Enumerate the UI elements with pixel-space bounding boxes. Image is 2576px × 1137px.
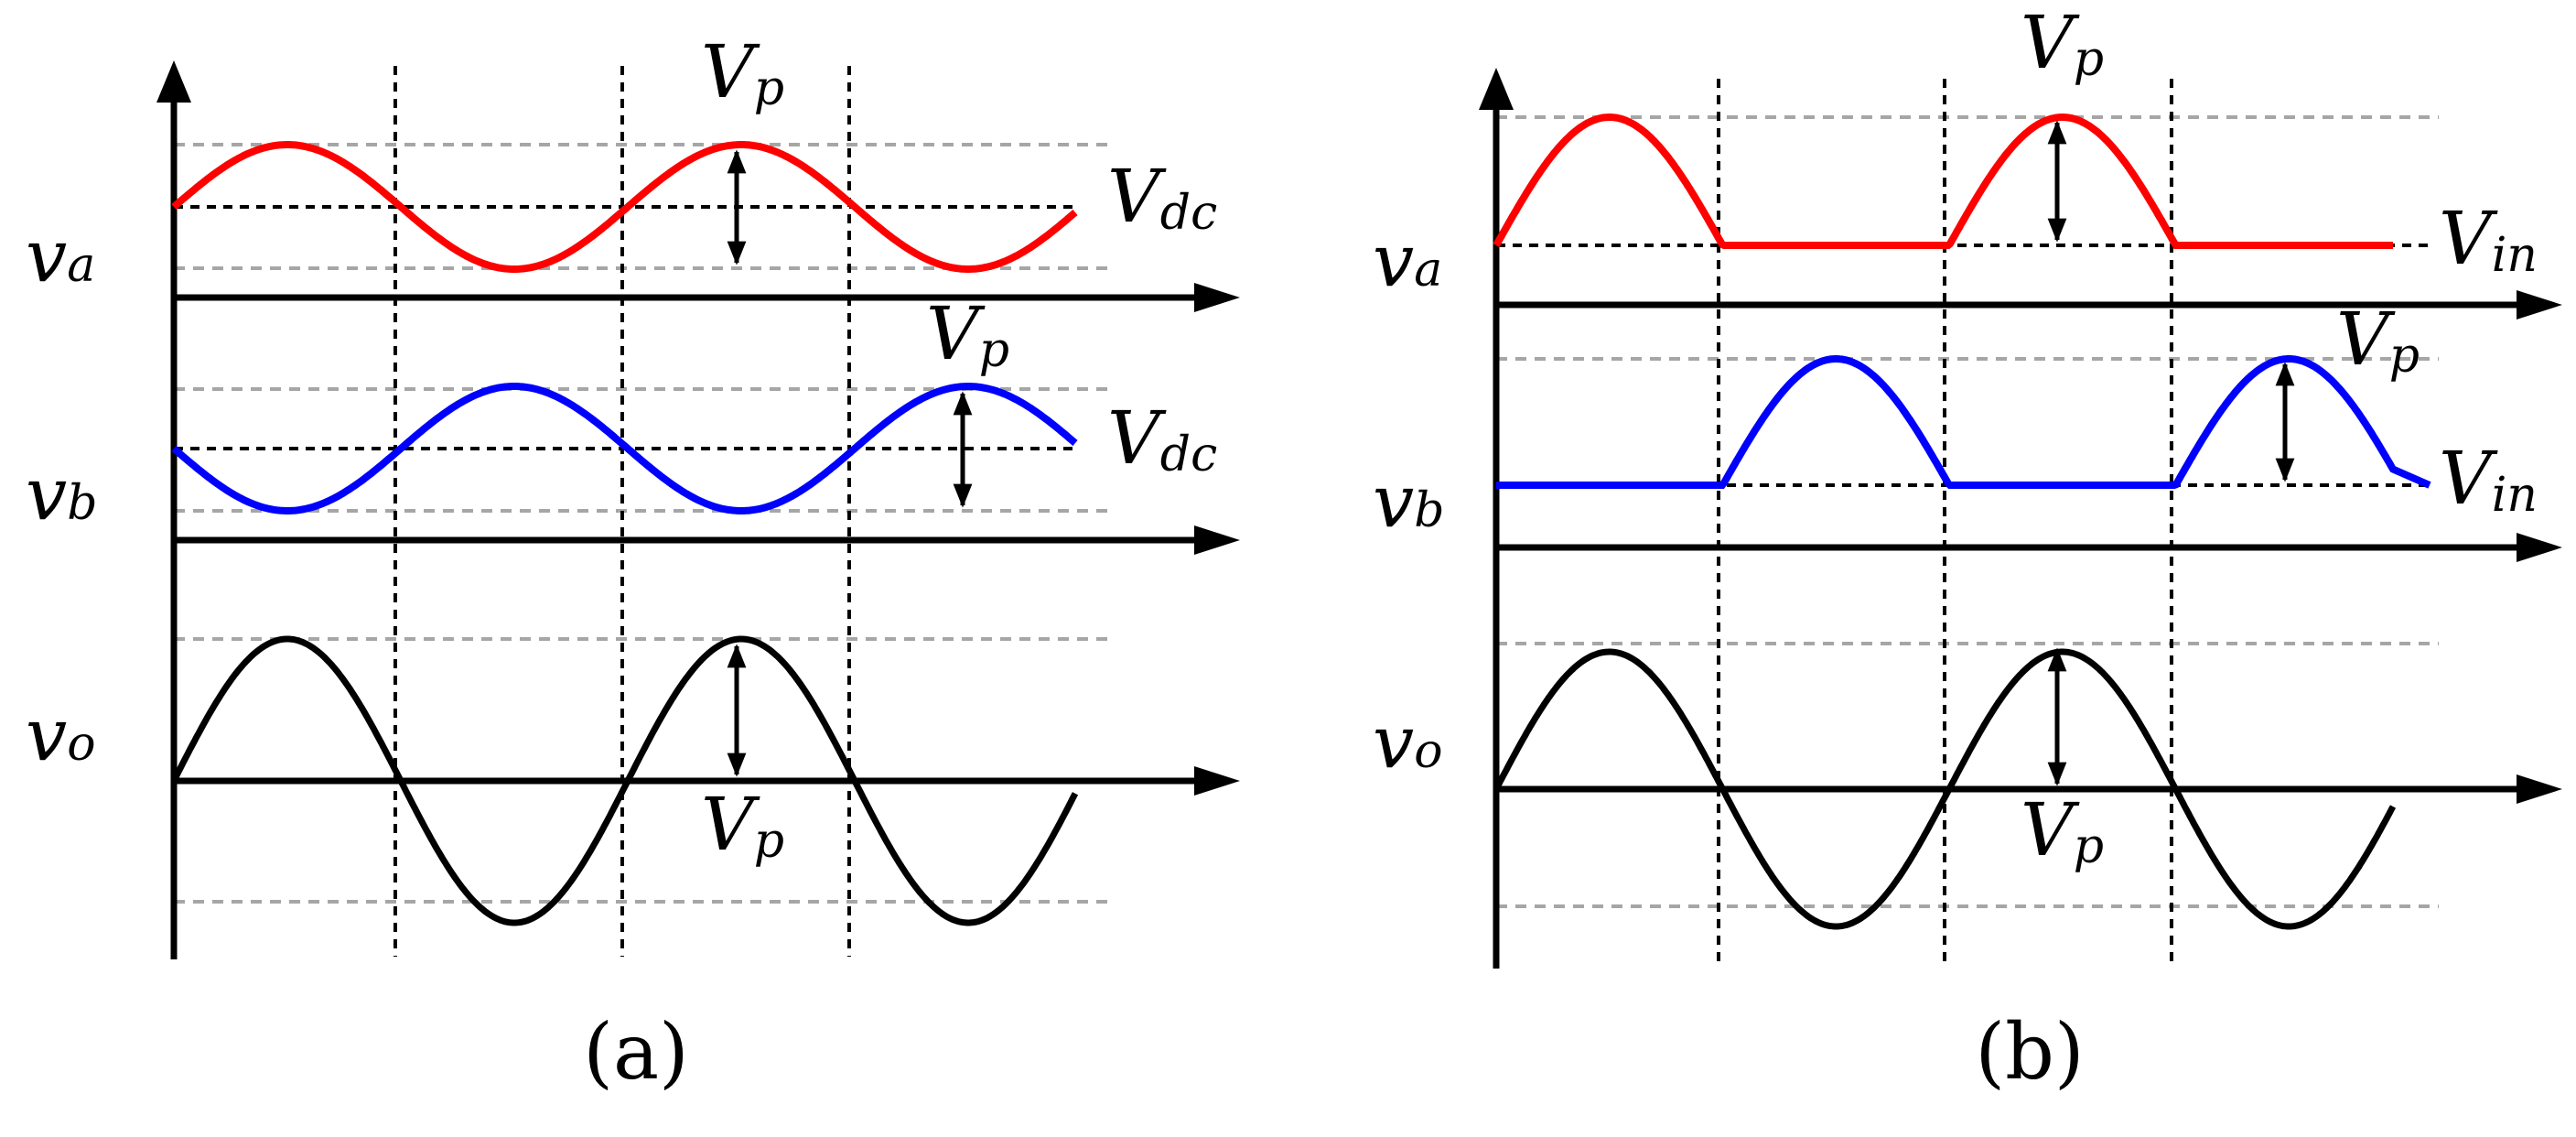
- guide-lines-b: [1496, 115, 2439, 908]
- axes-a: [170, 92, 1199, 959]
- panel-a: va vb vo Vdc Vdc Vp Vp Vp (a): [26, 29, 1240, 1097]
- amplitude-arrows-b: [2047, 120, 2295, 786]
- vo-label-b: vo: [1373, 699, 1443, 785]
- caption-b: (b): [1975, 1007, 2084, 1097]
- va-waveform-b: [1493, 114, 2393, 249]
- vb-peak-label-a: Vp: [926, 291, 1009, 378]
- axes-b: [1493, 99, 2521, 969]
- va-label-a: va: [26, 213, 95, 298]
- vb-label-a: vb: [26, 451, 98, 536]
- axis-arrowheads-b: [1479, 68, 2562, 804]
- va-reference-label-a: Vdc: [1107, 154, 1217, 241]
- reference-lines-b: [1496, 244, 2430, 487]
- va-label-b: va: [1373, 218, 1442, 303]
- vo-waveform-b: [1493, 648, 2397, 930]
- va-peak-label-a: Vp: [701, 29, 784, 116]
- vb-label-b: vb: [1373, 459, 1445, 544]
- va-peak-label-b: Vp: [2021, 0, 2104, 87]
- axis-arrowheads-a: [156, 60, 1240, 796]
- amplitude-arrows-a: [727, 149, 973, 777]
- vo-label-a: vo: [26, 692, 96, 777]
- guide-lines-a: [174, 143, 1112, 904]
- vb-reference-label-b: Vin: [2439, 436, 2538, 523]
- vb-waveform-a: [171, 383, 1078, 514]
- vo-waveform-a: [170, 635, 1079, 926]
- caption-a: (a): [583, 1007, 689, 1097]
- va-reference-label-b: Vin: [2439, 196, 2538, 283]
- vo-peak-label-a: Vp: [701, 782, 784, 869]
- va-waveform-a: [171, 141, 1078, 273]
- vb-peak-label-b: Vp: [2336, 297, 2420, 384]
- vb-waveform-b: [1496, 355, 2431, 489]
- panel-b: va vb vo Vin Vin Vp Vp Vp (b): [1373, 0, 2562, 1097]
- vo-peak-label-b: Vp: [2021, 787, 2104, 874]
- vb-reference-label-a: Vdc: [1107, 395, 1217, 482]
